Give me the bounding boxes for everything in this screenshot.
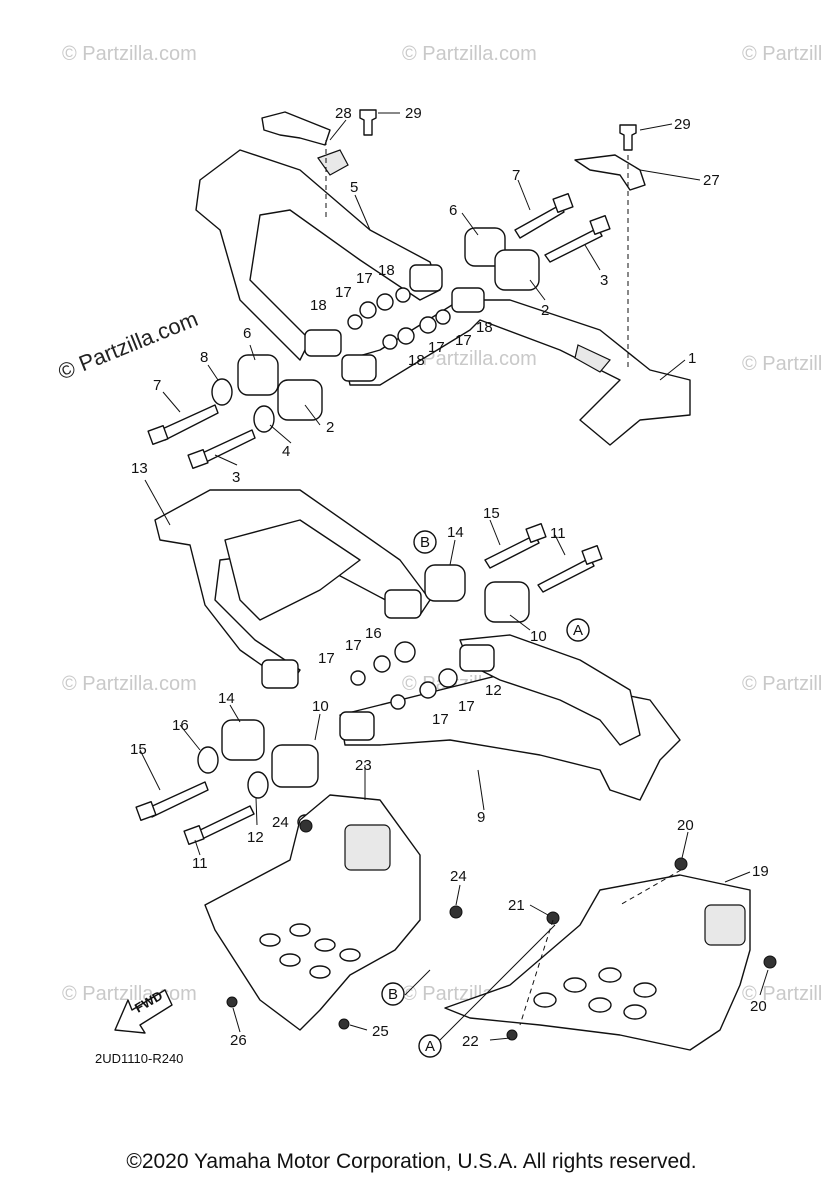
callout: 25 bbox=[372, 1023, 389, 1040]
callout: 23 bbox=[355, 757, 372, 774]
callout: 7 bbox=[153, 377, 161, 394]
callout: 2 bbox=[326, 419, 334, 436]
callout: 17 bbox=[432, 711, 449, 728]
callout: 7 bbox=[512, 167, 520, 184]
callout: 18 bbox=[310, 297, 327, 314]
callout: 26 bbox=[230, 1032, 247, 1049]
callout: 18 bbox=[378, 262, 395, 279]
ref-marker-b-label: B bbox=[420, 534, 430, 551]
upper-hardware bbox=[147, 109, 646, 470]
ref-marker-b bbox=[413, 530, 437, 554]
lower-hardware bbox=[135, 522, 603, 846]
callout: 3 bbox=[232, 469, 240, 486]
callout: 17 bbox=[335, 284, 352, 301]
upper-arm-rear bbox=[195, 111, 443, 361]
callout: 28 bbox=[335, 105, 352, 122]
callout: 17 bbox=[318, 650, 335, 667]
callout: 29 bbox=[405, 105, 422, 122]
callout: 15 bbox=[483, 505, 500, 522]
callout: 11 bbox=[550, 525, 566, 542]
ref-marker-a bbox=[418, 1034, 442, 1058]
watermark: © Partzilla.com bbox=[62, 673, 197, 695]
ref-marker-b bbox=[381, 982, 405, 1006]
watermark: © Partzilla.com bbox=[402, 348, 537, 370]
callout: 15 bbox=[130, 741, 147, 758]
callout: 3 bbox=[600, 272, 608, 289]
skid-fasteners bbox=[226, 819, 777, 1041]
lower-arm-rear bbox=[154, 489, 431, 689]
ref-marker-a-label: A bbox=[573, 622, 583, 639]
callout-numbers: 28 29 29 27 5 7 6 3 2 1 18 17 17 18 18 1… bbox=[130, 105, 769, 1050]
callout: 11 bbox=[192, 855, 208, 872]
watermark-main: © Partzilla.com bbox=[55, 306, 202, 385]
copyright-footer: ©2020 Yamaha Motor Corporation, U.S.A. A… bbox=[126, 1150, 697, 1173]
leader-lines bbox=[139, 112, 769, 1041]
callout: 12 bbox=[247, 829, 264, 846]
callout: 16 bbox=[365, 625, 382, 642]
callout: 14 bbox=[218, 690, 235, 707]
callout: 18 bbox=[476, 319, 493, 336]
callout: 17 bbox=[458, 698, 475, 715]
callout: 8 bbox=[200, 349, 208, 366]
callout: 21 bbox=[508, 897, 525, 914]
callout: 24 bbox=[450, 868, 467, 885]
ref-marker-a bbox=[566, 618, 590, 642]
callout: 12 bbox=[485, 682, 502, 699]
callout: 19 bbox=[752, 863, 769, 880]
callout: 22 bbox=[462, 1033, 479, 1050]
skid-plate-front bbox=[444, 874, 751, 1051]
callout: 5 bbox=[350, 179, 358, 196]
callout: 13 bbox=[131, 460, 148, 477]
callout: 6 bbox=[243, 325, 251, 342]
callout: 20 bbox=[677, 817, 694, 834]
callout: 29 bbox=[674, 116, 691, 133]
callout: 24 bbox=[272, 814, 289, 831]
callout: 17 bbox=[356, 270, 373, 287]
bushing-2 bbox=[277, 379, 323, 421]
callout: 27 bbox=[703, 172, 720, 189]
ref-marker-b-label: B bbox=[388, 986, 398, 1003]
skid-plate-rear bbox=[204, 794, 421, 1031]
callout: 20 bbox=[750, 998, 767, 1015]
watermark: © Partzilla.com bbox=[742, 43, 823, 65]
reference-markers: A A B B bbox=[381, 530, 590, 1058]
ref-marker-a-label: A bbox=[425, 1038, 435, 1055]
watermark: © Partzilla.com bbox=[742, 353, 823, 375]
watermark: © Partzilla.com bbox=[402, 43, 537, 65]
callout: 17 bbox=[345, 637, 362, 654]
callout: 1 bbox=[688, 350, 696, 367]
bushing-6 bbox=[237, 354, 279, 396]
callout: 10 bbox=[312, 698, 329, 715]
callout: 18 bbox=[408, 352, 425, 369]
callout: 10 bbox=[530, 628, 547, 645]
watermark: © Partzilla.com bbox=[62, 43, 197, 65]
callout: 6 bbox=[449, 202, 457, 219]
callout: 17 bbox=[455, 332, 472, 349]
diagram-code: 2UD1110-R240 bbox=[95, 1051, 183, 1066]
callout: 9 bbox=[477, 809, 485, 826]
callout: 4 bbox=[282, 443, 290, 460]
lower-arm-front bbox=[339, 634, 681, 801]
callout: 14 bbox=[447, 524, 464, 541]
callout: 16 bbox=[172, 717, 189, 734]
upper-arm-front bbox=[341, 287, 691, 446]
callout: 2 bbox=[541, 302, 549, 319]
watermark: © Partzilla.com bbox=[742, 673, 823, 695]
callout: 17 bbox=[428, 339, 445, 356]
